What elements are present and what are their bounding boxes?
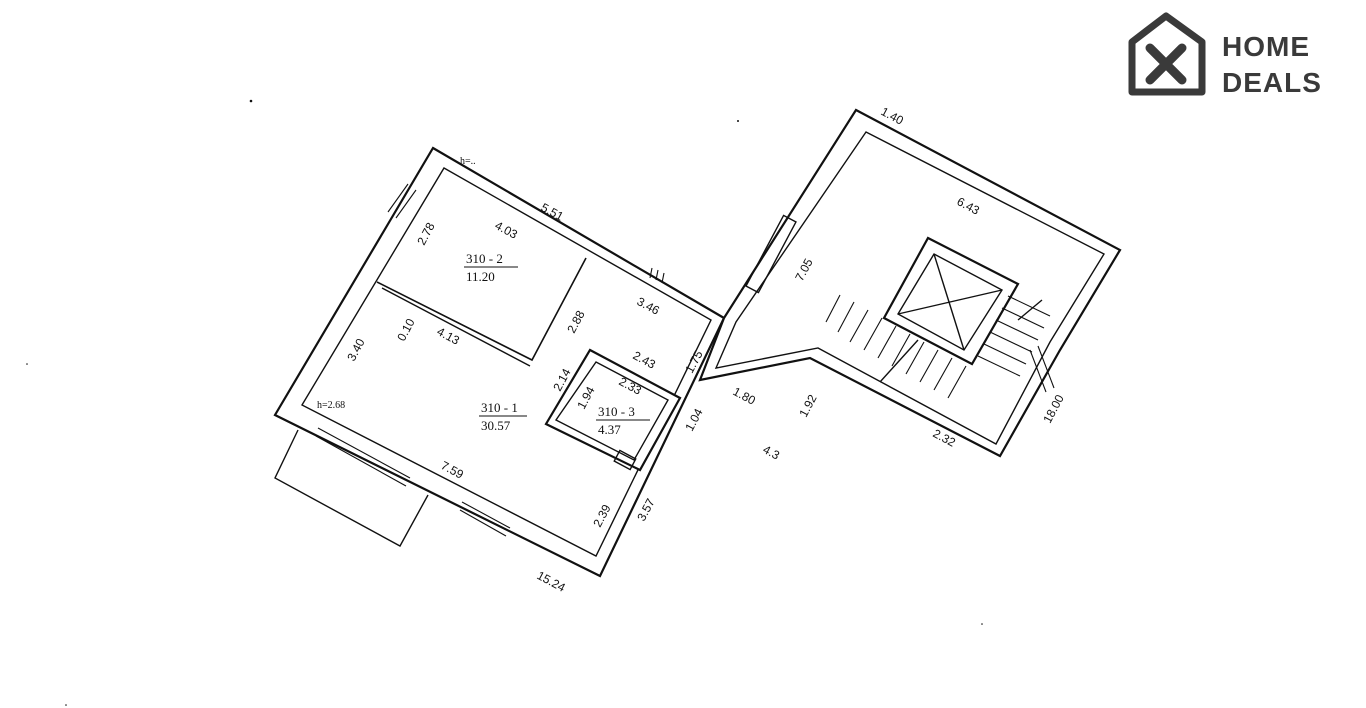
dim-18-00: 18.00 xyxy=(1040,392,1067,425)
window-marks xyxy=(315,183,665,537)
dim-3-57: 3.57 xyxy=(634,496,657,523)
apartment-inner-outline xyxy=(301,167,712,557)
ceiling-height-label: h=2.68 xyxy=(317,400,345,411)
home-deals-logo: HOME DEALS xyxy=(1128,12,1322,96)
room-3-area: 4.37 xyxy=(598,422,621,437)
apartment-outline xyxy=(273,146,726,578)
room-2-id: 310 - 2 xyxy=(466,251,503,266)
room-2-wall xyxy=(376,257,587,362)
room-3-id: 310 - 3 xyxy=(598,404,635,419)
dim-15-24: 15.24 xyxy=(535,568,568,595)
dim-4-3: 4.3 xyxy=(761,442,783,462)
elevator-shaft xyxy=(882,236,1020,366)
logo-word-deals: DEALS xyxy=(1222,67,1322,96)
room-1-area: 30.57 xyxy=(481,418,511,433)
balcony-outline xyxy=(274,429,429,547)
house-icon xyxy=(1128,12,1206,96)
room-2-area: 11.20 xyxy=(466,269,495,284)
room-1-id: 310 - 1 xyxy=(481,400,518,415)
dim-1-04: 1.04 xyxy=(682,406,705,433)
ceiling-height-label-2: h=.. xyxy=(460,156,476,167)
room-3-inner xyxy=(554,361,669,461)
stairwell-inner xyxy=(714,131,1105,445)
bath-fixture xyxy=(613,449,637,471)
apartment-walls xyxy=(273,146,726,578)
dim-1-80: 1.80 xyxy=(731,384,758,407)
stairwell xyxy=(698,108,1122,458)
dim-1-92: 1.92 xyxy=(796,392,819,419)
shaft-duct xyxy=(745,214,797,294)
stair-treads xyxy=(825,294,1051,399)
room-2-wall-inner xyxy=(381,287,531,367)
logo-word-home: HOME xyxy=(1222,31,1310,62)
room-3-walls xyxy=(544,348,682,472)
room-labels: 310 - 2 11.20 310 - 1 30.57 310 - 3 4.37… xyxy=(317,156,650,437)
